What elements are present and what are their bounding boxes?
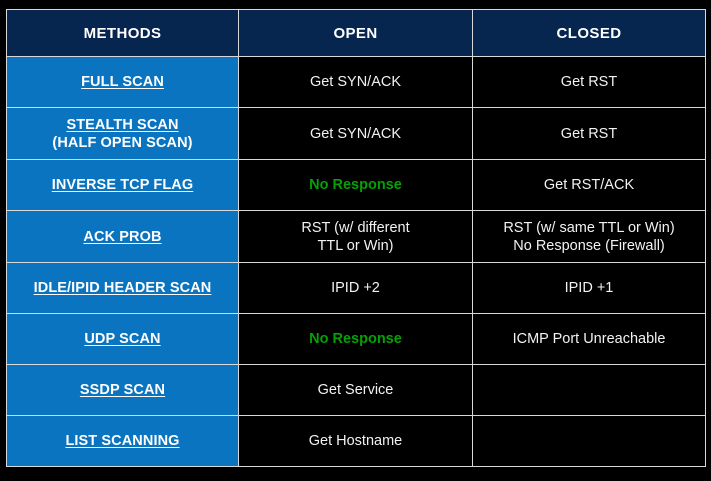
method-sublabel: (HALF OPEN SCAN) — [52, 134, 193, 151]
open-cell-stealth-scan: Get SYN/ACK — [238, 107, 473, 160]
closed-cell-ack-prob: RST (w/ same TTL or Win) No Response (Fi… — [472, 210, 706, 263]
closed-cell-idle-ipid-header-scan: IPID +1 — [472, 262, 706, 314]
table-row: SSDP SCAN Get Service — [6, 364, 706, 416]
table-row: ACK PROB RST (w/ different TTL or Win) R… — [6, 210, 706, 263]
method-cell-ssdp-scan[interactable]: SSDP SCAN — [6, 364, 239, 416]
table-row: STEALTH SCAN (HALF OPEN SCAN) Get SYN/AC… — [6, 107, 706, 160]
open-cell-ack-prob: RST (w/ different TTL or Win) — [238, 210, 473, 263]
open-value: No Response — [309, 331, 402, 347]
closed-value-line-2: No Response (Firewall) — [513, 237, 665, 254]
table-row: FULL SCAN Get SYN/ACK Get RST — [6, 56, 706, 108]
method-cell-list-scanning[interactable]: LIST SCANNING — [6, 415, 239, 467]
method-label: INVERSE TCP FLAG — [51, 177, 194, 193]
scan-methods-table-container: METHODS OPEN CLOSED FULL SCAN Get SYN/AC… — [6, 9, 706, 467]
closed-cell-inverse-tcp-flag: Get RST/ACK — [472, 159, 706, 211]
open-value: Get Service — [317, 382, 394, 398]
closed-value: ICMP Port Unreachable — [512, 331, 666, 347]
open-value: Get Hostname — [308, 433, 403, 449]
scan-methods-table: METHODS OPEN CLOSED FULL SCAN Get SYN/AC… — [6, 9, 706, 467]
method-label: ACK PROB — [83, 228, 162, 245]
open-cell-ssdp-scan: Get Service — [238, 364, 473, 416]
closed-value: Get RST — [560, 125, 618, 142]
open-value: Get SYN/ACK — [309, 125, 402, 142]
method-label: IDLE/IPID HEADER SCAN — [33, 280, 212, 296]
closed-value: Get RST — [560, 74, 618, 90]
column-header-methods: METHODS — [6, 9, 239, 57]
method-cell-udp-scan[interactable]: UDP SCAN — [6, 313, 239, 365]
open-value: Get SYN/ACK — [309, 74, 402, 90]
open-cell-udp-scan: No Response — [238, 313, 473, 365]
table-body: FULL SCAN Get SYN/ACK Get RST STEALTH SC… — [6, 56, 706, 467]
closed-value: Get RST/ACK — [543, 177, 635, 193]
open-cell-list-scanning: Get Hostname — [238, 415, 473, 467]
open-value: No Response — [309, 177, 402, 193]
closed-cell-full-scan: Get RST — [472, 56, 706, 108]
method-label: FULL SCAN — [81, 74, 164, 90]
table-row: LIST SCANNING Get Hostname — [6, 415, 706, 467]
column-header-closed: CLOSED — [472, 9, 706, 57]
table-row: UDP SCAN No Response ICMP Port Unreachab… — [6, 313, 706, 365]
table-header: METHODS OPEN CLOSED — [6, 9, 706, 57]
closed-cell-ssdp-scan — [472, 364, 706, 416]
method-cell-stealth-scan[interactable]: STEALTH SCAN (HALF OPEN SCAN) — [6, 107, 239, 160]
closed-cell-stealth-scan: Get RST — [472, 107, 706, 160]
open-cell-idle-ipid-header-scan: IPID +2 — [238, 262, 473, 314]
table-header-row: METHODS OPEN CLOSED — [6, 9, 706, 57]
method-label: STEALTH SCAN — [66, 116, 179, 133]
method-cell-inverse-tcp-flag[interactable]: INVERSE TCP FLAG — [6, 159, 239, 211]
method-label: SSDP SCAN — [79, 382, 166, 398]
closed-cell-list-scanning — [472, 415, 706, 467]
method-cell-idle-ipid-header-scan[interactable]: IDLE/IPID HEADER SCAN — [6, 262, 239, 314]
closed-value-line-1: RST (w/ same TTL or Win) — [503, 219, 675, 236]
closed-value: IPID +1 — [564, 280, 614, 296]
open-value-line-2: TTL or Win) — [317, 237, 394, 254]
method-cell-full-scan[interactable]: FULL SCAN — [6, 56, 239, 108]
method-label: LIST SCANNING — [65, 433, 180, 449]
open-value: IPID +2 — [331, 280, 380, 296]
closed-cell-udp-scan: ICMP Port Unreachable — [472, 313, 706, 365]
open-cell-inverse-tcp-flag: No Response — [238, 159, 473, 211]
method-cell-ack-prob[interactable]: ACK PROB — [6, 210, 239, 263]
open-cell-full-scan: Get SYN/ACK — [238, 56, 473, 108]
table-row: IDLE/IPID HEADER SCAN IPID +2 IPID +1 — [6, 262, 706, 314]
open-value-line-1: RST (w/ different — [301, 219, 410, 236]
column-header-open: OPEN — [238, 9, 473, 57]
method-label: UDP SCAN — [84, 331, 161, 347]
table-row: INVERSE TCP FLAG No Response Get RST/ACK — [6, 159, 706, 211]
